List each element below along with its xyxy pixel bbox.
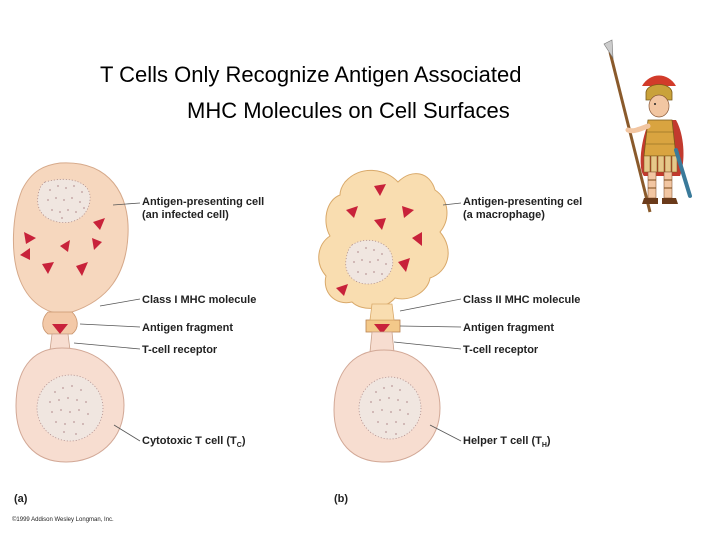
label-apc-a-desc: (an infected cell) (142, 209, 229, 221)
leader-lines-b (393, 202, 462, 442)
nucleus-dots (47, 185, 85, 219)
antigen-fragment-b (374, 324, 390, 334)
t-cell-nucleus-b (358, 376, 422, 440)
panel-b: Antigen-presenting cel (a macrophage) Cl… (318, 169, 582, 505)
t-cell-nucleus-dots-a (49, 385, 89, 435)
t-cell-nucleus-dots-b (370, 385, 409, 435)
class-i-mhc (42, 311, 78, 335)
page-title-line-2: MHC Molecules on Cell Surfaces (187, 98, 510, 123)
antigen-fragment-a (52, 324, 68, 334)
antigen-particles-b (336, 184, 422, 296)
panel-a-tag: (a) (14, 493, 28, 505)
label-helper-t-cell: Helper T cell (TH) (463, 435, 551, 449)
copyright-note: ©1999 Addison Wesley Longman, Inc. (12, 516, 114, 523)
label-apc-b: Antigen-presenting cel (463, 196, 582, 208)
panel-b-tag: (b) (334, 493, 348, 505)
roman-soldier-icon (603, 39, 692, 213)
t-cell-nucleus-a (36, 374, 104, 442)
label-t-cell-receptor-a: T-cell receptor (142, 344, 218, 356)
panel-a: Antigen-presenting cell (an infected cel… (13, 162, 264, 505)
label-antigen-fragment-a: Antigen fragment (142, 322, 233, 334)
label-antigen-fragment-b: Antigen fragment (463, 322, 554, 334)
macrophage-nucleus-dots (353, 247, 387, 275)
label-t-cell-receptor-b: T-cell receptor (463, 344, 539, 356)
t-cell-receptor-b (369, 331, 395, 353)
label-class-ii-mhc: Class II MHC molecule (463, 294, 580, 306)
mhc-stalk-b (369, 303, 395, 321)
label-cytotoxic-t-cell: Cytotoxic T cell (TC) (142, 435, 246, 449)
label-apc-b-desc: (a macrophage) (463, 209, 545, 221)
leader-lines-a (73, 202, 141, 442)
apc-nucleus (37, 178, 91, 224)
antigen-particles-a (20, 218, 105, 276)
label-apc-a: Antigen-presenting cell (142, 196, 264, 208)
label-class-i-mhc: Class I MHC molecule (142, 294, 256, 306)
page-title-line-1: T Cells Only Recognize Antigen Associate… (100, 62, 522, 87)
